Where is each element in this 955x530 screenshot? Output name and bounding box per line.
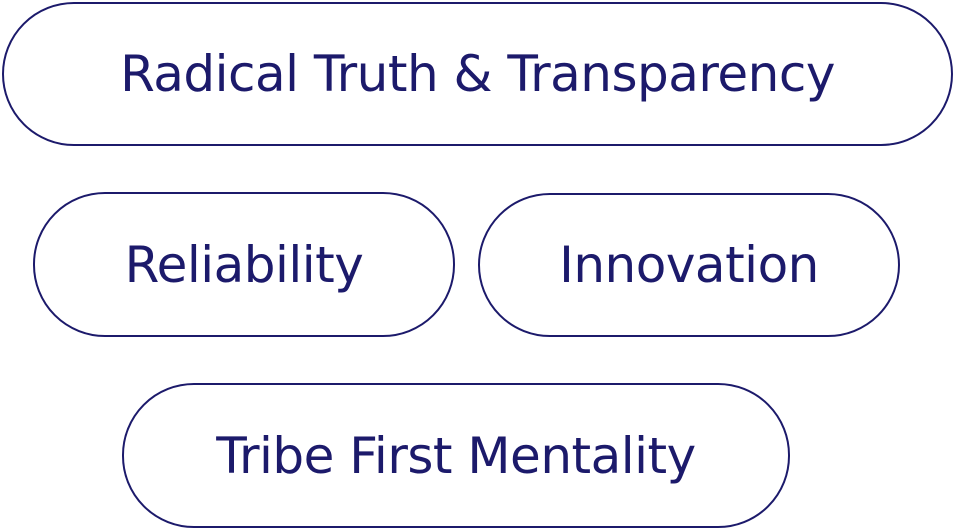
- value-pill-reliability: Reliability: [33, 192, 455, 337]
- value-pill-label: Innovation: [559, 236, 819, 294]
- value-pill-label: Radical Truth & Transparency: [120, 45, 835, 103]
- value-pill-radical-truth-transparency: Radical Truth & Transparency: [2, 2, 953, 146]
- value-pill-tribe-first-mentality: Tribe First Mentality: [122, 383, 790, 528]
- value-pill-innovation: Innovation: [478, 193, 900, 337]
- value-pill-label: Tribe First Mentality: [216, 426, 696, 485]
- value-pill-label: Reliability: [124, 235, 364, 294]
